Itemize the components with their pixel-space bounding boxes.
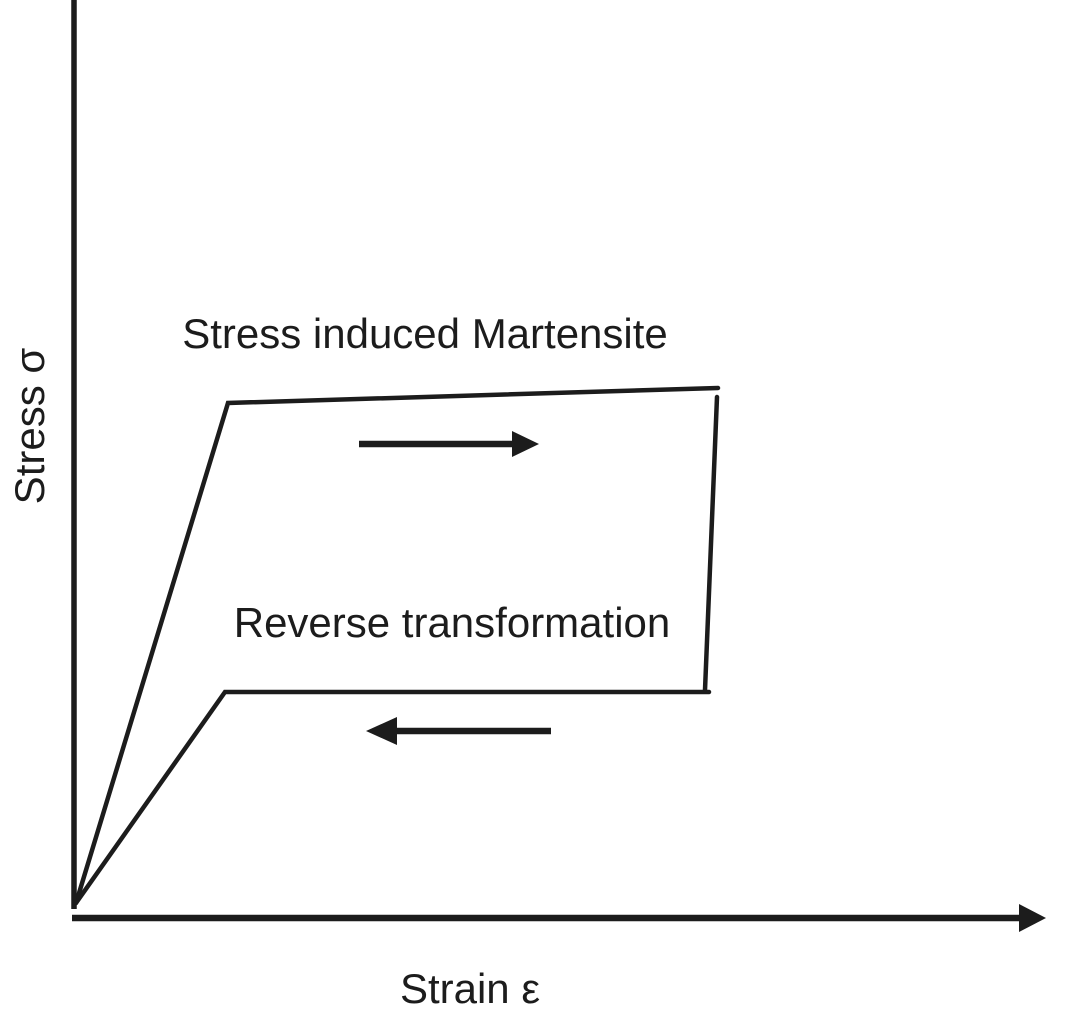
loading-direction-arrow [359, 431, 539, 457]
loading-curve [73, 385, 721, 906]
annotation-stress-induced-martensite: Stress induced Martensite [182, 310, 668, 357]
x-axis-arrowhead-icon [1019, 904, 1046, 932]
axes [71, 0, 1046, 932]
x-axis-label: Strain ε [400, 965, 540, 1012]
hysteresis-loop [73, 385, 721, 906]
unloading-drop-curve [702, 394, 720, 693]
reverse-transformation-curve [73, 689, 712, 906]
right-arrow-head-icon [512, 431, 539, 457]
left-arrow-head-icon [366, 717, 397, 745]
annotation-reverse-transformation: Reverse transformation [234, 599, 671, 646]
y-axis-label: Stress σ [6, 348, 53, 505]
unloading-direction-arrow [366, 717, 551, 745]
